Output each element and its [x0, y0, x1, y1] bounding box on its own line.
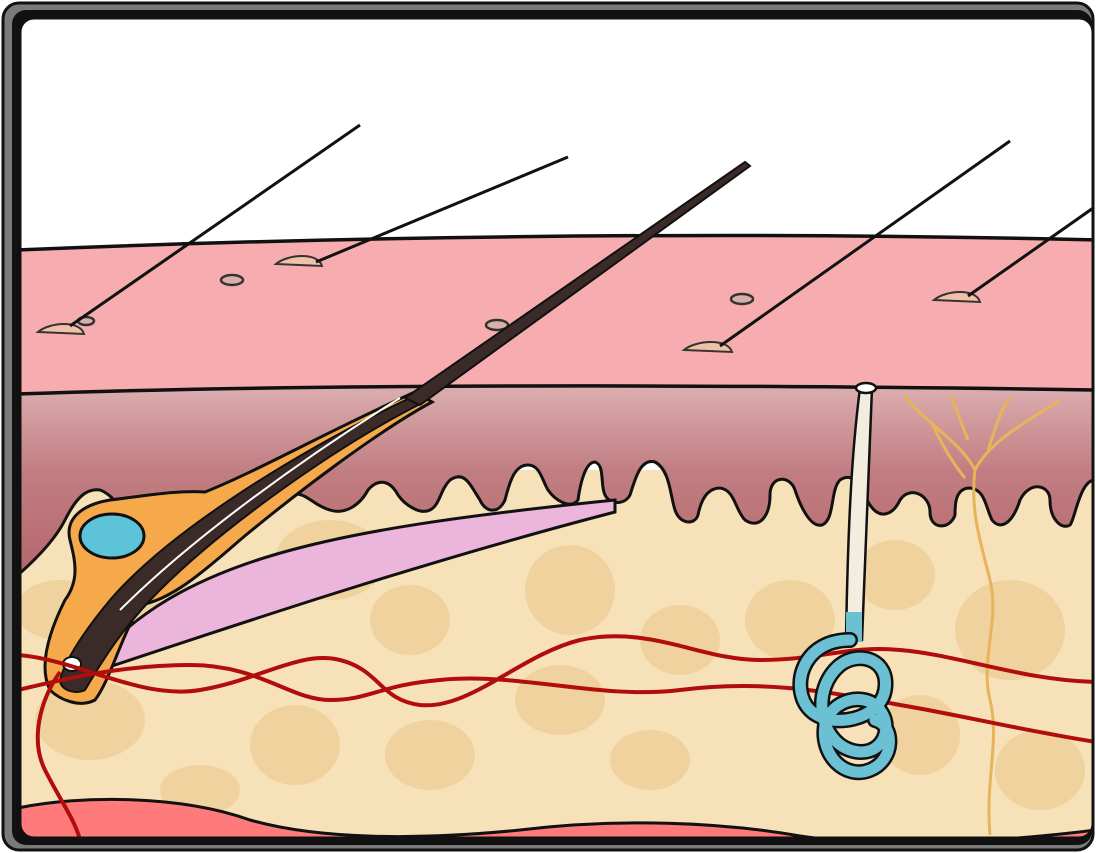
fat-cell [385, 720, 475, 790]
fat-cell [995, 730, 1085, 810]
fat-cell [955, 580, 1065, 680]
fat-cell [250, 705, 340, 785]
pore-icon [731, 294, 753, 304]
pore-icon [221, 275, 243, 285]
fat-cell [515, 665, 605, 735]
epidermis-layer [18, 235, 1096, 394]
fat-cell [610, 730, 690, 790]
fat-cell [525, 545, 615, 635]
fat-cell [855, 540, 935, 610]
fat-cell [370, 585, 450, 655]
sweat-pore-icon [856, 383, 876, 393]
sebaceous-gland [80, 514, 144, 558]
